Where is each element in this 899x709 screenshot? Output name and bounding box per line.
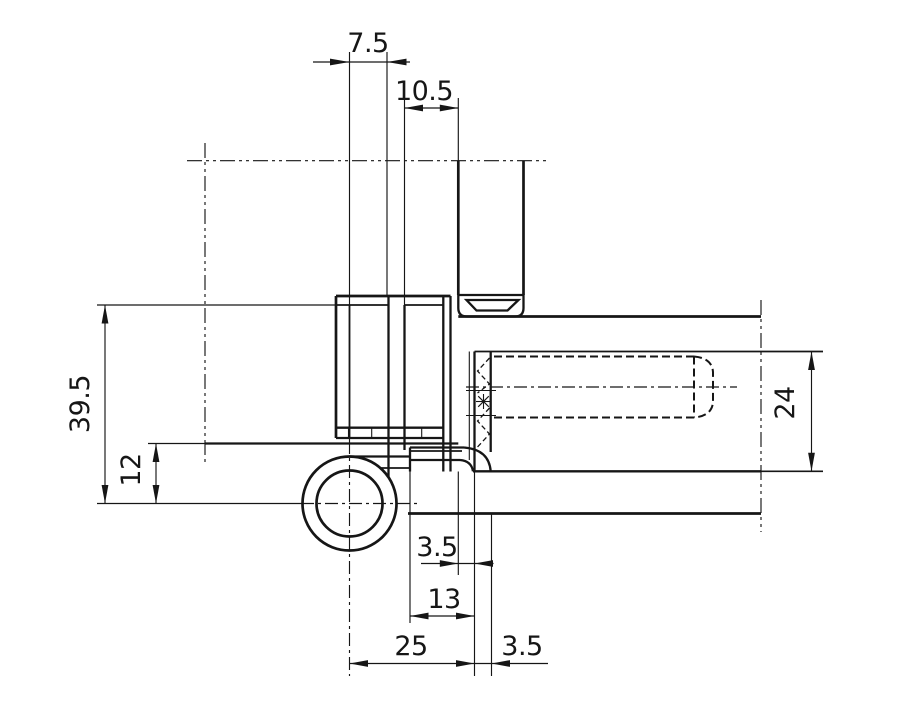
center-lines (301, 386, 737, 676)
dim-label-3-5-right: 3.5 (501, 631, 542, 662)
dim-label-3-5-mid: 3.5 (416, 532, 457, 563)
dim-label-12: 12 (116, 453, 147, 486)
frame-member (408, 315, 823, 515)
frame-leaf (408, 351, 496, 472)
pocket-hatch-upper (476, 357, 491, 394)
dimension-arrows (101, 58, 815, 667)
dimension-lines (104, 61, 813, 665)
leaf-bend-inner-fillet (459, 458, 475, 472)
hinge-body (205, 294, 459, 477)
seal-profile-inner (463, 298, 522, 312)
hinge-knuckle (301, 455, 410, 552)
door-panel (456, 160, 525, 318)
dim-label-13: 13 (427, 584, 460, 615)
dim-label-24: 24 (770, 386, 801, 419)
hidden-bore (494, 355, 714, 419)
dimension-labels: 7.5 10.5 39.5 12 24 3.5 13 25 3.5 (65, 28, 801, 662)
leaf-bend-outer-fillet (463, 446, 492, 472)
phantom-lines (187, 143, 762, 532)
fastener-star-symbol (476, 394, 491, 409)
dim-label-39-5: 39.5 (65, 375, 96, 433)
bore-end-round-hidden (693, 355, 714, 419)
dim-label-10-5: 10.5 (395, 76, 453, 107)
extension-lines (97, 52, 493, 676)
dim-label-7-5: 7.5 (347, 28, 388, 59)
pocket-hatch-lower (476, 407, 491, 448)
knuckle-inner-circle (315, 469, 384, 538)
dim-label-25: 25 (394, 631, 427, 662)
